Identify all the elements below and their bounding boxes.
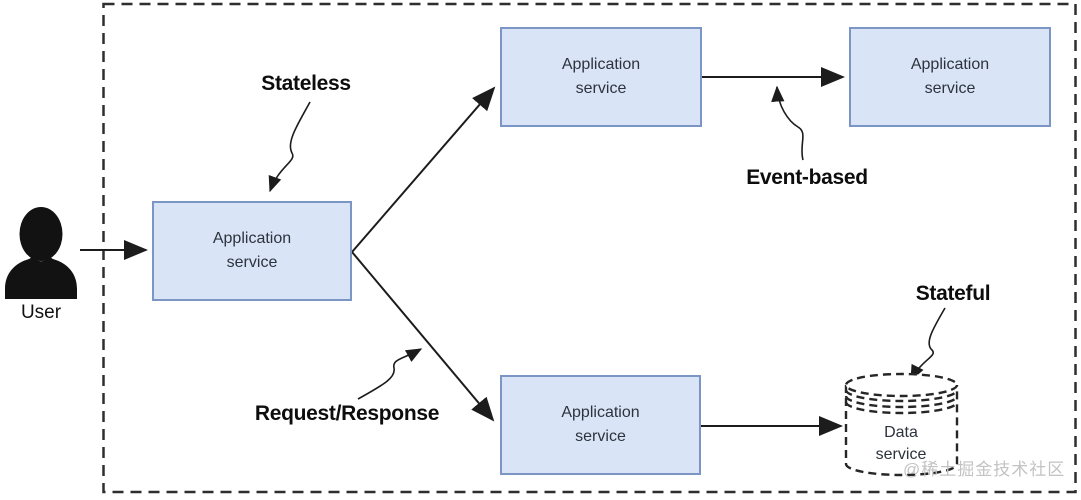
user-label: User <box>20 302 62 323</box>
annotation-event-based: Event-based <box>746 166 868 189</box>
squiggle-arrow-stateless <box>268 101 311 193</box>
node-application-service-top: Application service <box>500 27 702 127</box>
dashed-boundary-frame <box>102 2 1077 494</box>
arrow-gateway-to-top-service <box>351 86 496 253</box>
watermark-text: @稀土掘金技术社区 <box>903 460 1066 479</box>
node-application-service-bottom: Application service <box>500 375 701 475</box>
squiggle-arrow-event-based <box>771 85 804 161</box>
node-application-service-event-consumer: Application service <box>849 27 1051 127</box>
node-data-service-label: Data service <box>875 424 927 463</box>
arrow-gateway-to-bottom-service <box>351 251 495 422</box>
annotation-request-response: Request/Response <box>254 402 440 425</box>
squiggle-arrow-request-response <box>357 348 423 400</box>
user-icon <box>5 207 77 299</box>
annotation-stateful: Stateful <box>915 282 991 305</box>
database-cylinder-icon <box>844 372 959 477</box>
node-application-service-gateway: Application service <box>152 201 352 301</box>
squiggle-arrow-stateful <box>910 307 946 382</box>
annotation-stateless: Stateless <box>261 72 351 95</box>
